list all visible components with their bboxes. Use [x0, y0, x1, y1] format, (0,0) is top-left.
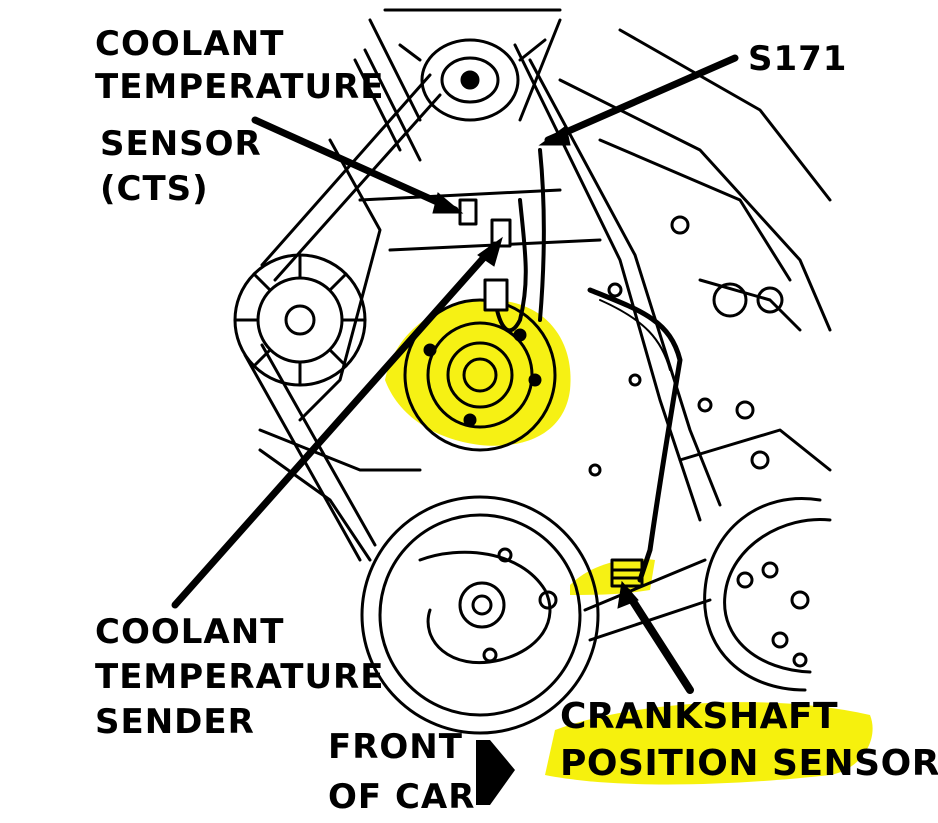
water-pump: [403, 298, 557, 452]
cts-label-line4: (CTS): [100, 169, 209, 209]
s171-leader-arrow: [538, 125, 571, 146]
cts-leader: [251, 116, 459, 214]
sender-leader: [171, 241, 499, 609]
cts-leader-arrow: [432, 192, 464, 214]
cts-label-line3: SENSOR: [100, 124, 262, 164]
ckp-leader: [623, 588, 694, 694]
sender-label-line2: TEMPERATURE: [95, 657, 384, 697]
engine-line-art: [233, 8, 832, 735]
s171-label: S171: [748, 39, 847, 79]
coolant-sensors: [458, 198, 512, 312]
alternator: [353, 8, 562, 162]
sender-label-line1: COOLANT: [95, 612, 284, 652]
ckp-leader-arrow: [617, 580, 639, 609]
idler-pulley-left: [233, 253, 367, 387]
front-label-line1: FRONT: [328, 727, 463, 767]
leader-lines: [171, 54, 739, 694]
crankshaft-sensor-body: [610, 558, 644, 588]
front-label-line2: OF CAR: [328, 777, 475, 817]
engine-block: [258, 28, 832, 562]
ckp-label-highlight: [545, 702, 873, 785]
wiring-harness: [493, 148, 683, 583]
cts-label-line1: COOLANT: [95, 24, 284, 64]
labels: COOLANT TEMPERATURE SENSOR (CTS) S171 CO…: [95, 24, 938, 817]
sender-leader-arrow: [477, 236, 503, 267]
sender-label-line3: SENDER: [95, 702, 255, 742]
ac-compressor-pulley: [703, 497, 832, 692]
front-of-car-arrow-icon: [476, 740, 515, 805]
ckp-label-line2: POSITION SENSOR: [560, 743, 938, 784]
cts-label-line2: TEMPERATURE: [95, 67, 384, 107]
crankshaft-pulley: [360, 495, 600, 735]
ckp-label-line1: CRANKSHAFT: [560, 696, 838, 737]
s171-leader: [544, 54, 739, 144]
